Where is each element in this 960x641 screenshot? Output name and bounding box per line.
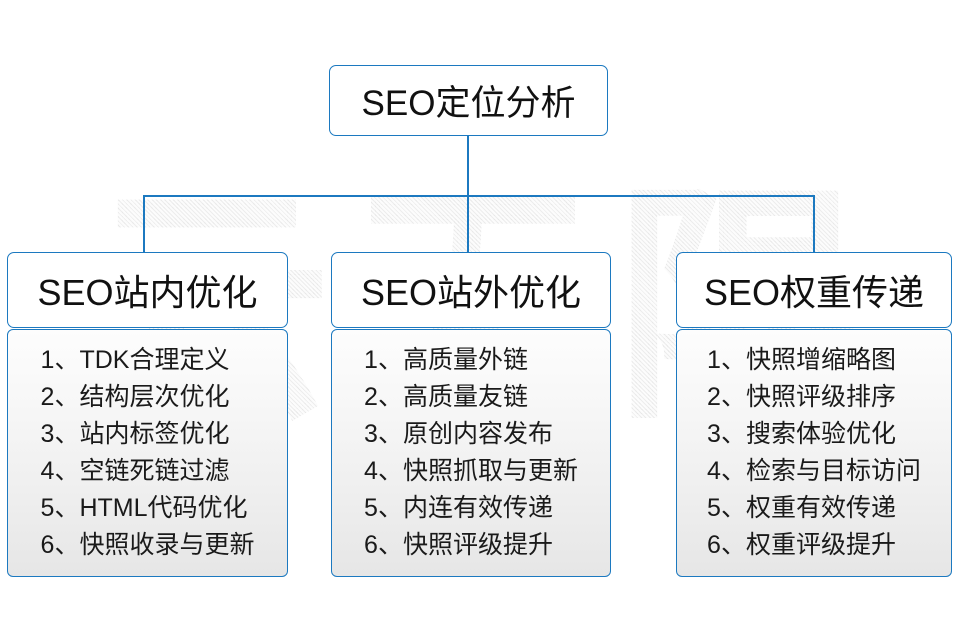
connector-root-vertical (467, 136, 469, 196)
list-item: 2、快照评级排序 (707, 383, 896, 411)
list-item: 1、高质量外链 (364, 346, 528, 374)
list-item: 4、快照抓取与更新 (364, 457, 578, 485)
list-item: 6、快照收录与更新 (40, 531, 255, 559)
branch-column-3: SEO权重传递 1、快照增缩略图 2、快照评级排序 3、搜索体验优化 4、检索与… (676, 252, 952, 577)
list-item: 2、结构层次优化 (40, 383, 230, 411)
list-item: 5、权重有效传递 (707, 494, 896, 522)
connector-branch-2-drop (467, 195, 469, 253)
root-node-title: SEO定位分析 (361, 84, 576, 123)
list-item: 1、快照增缩略图 (707, 346, 896, 374)
list-item: 6、权重评级提升 (707, 531, 896, 559)
branch-column-1: SEO站内优化 1、TDK合理定义 2、结构层次优化 3、站内标签优化 4、空链… (7, 252, 288, 577)
connector-branch-3-drop (813, 195, 815, 253)
list-item: 5、HTML代码优化 (40, 494, 248, 522)
list-item: 2、高质量友链 (364, 383, 528, 411)
root-node[interactable]: SEO定位分析 (329, 65, 608, 136)
branch-header-1[interactable]: SEO站内优化 (7, 252, 288, 328)
list-item: 3、原创内容发布 (364, 420, 553, 448)
branch-header-3[interactable]: SEO权重传递 (676, 252, 952, 328)
list-item: 6、快照评级提升 (364, 531, 553, 559)
branch-header-2[interactable]: SEO站外优化 (331, 252, 611, 328)
list-item: 3、搜索体验优化 (707, 420, 896, 448)
branch-column-2: SEO站外优化 1、高质量外链 2、高质量友链 3、原创内容发布 4、快照抓取与… (331, 252, 611, 577)
list-item: 1、TDK合理定义 (40, 346, 230, 374)
branch-header-2-title: SEO站外优化 (360, 272, 582, 313)
list-item: 5、内连有效传递 (364, 494, 553, 522)
branch-list-1: 1、TDK合理定义 2、结构层次优化 3、站内标签优化 4、空链死链过滤 5、H… (7, 329, 288, 577)
branch-header-1-title: SEO站内优化 (37, 272, 258, 313)
branch-list-2: 1、高质量外链 2、高质量友链 3、原创内容发布 4、快照抓取与更新 5、内连有… (331, 329, 611, 577)
branch-header-3-title: SEO权重传递 (703, 272, 925, 313)
list-item: 3、站内标签优化 (40, 420, 230, 448)
branch-list-3: 1、快照增缩略图 2、快照评级排序 3、搜索体验优化 4、检索与目标访问 5、权… (676, 329, 952, 577)
connector-branch-1-drop (143, 195, 145, 253)
connector-horizontal-bar (143, 195, 815, 197)
list-item: 4、检索与目标访问 (707, 457, 921, 485)
list-item: 4、空链死链过滤 (40, 457, 230, 485)
